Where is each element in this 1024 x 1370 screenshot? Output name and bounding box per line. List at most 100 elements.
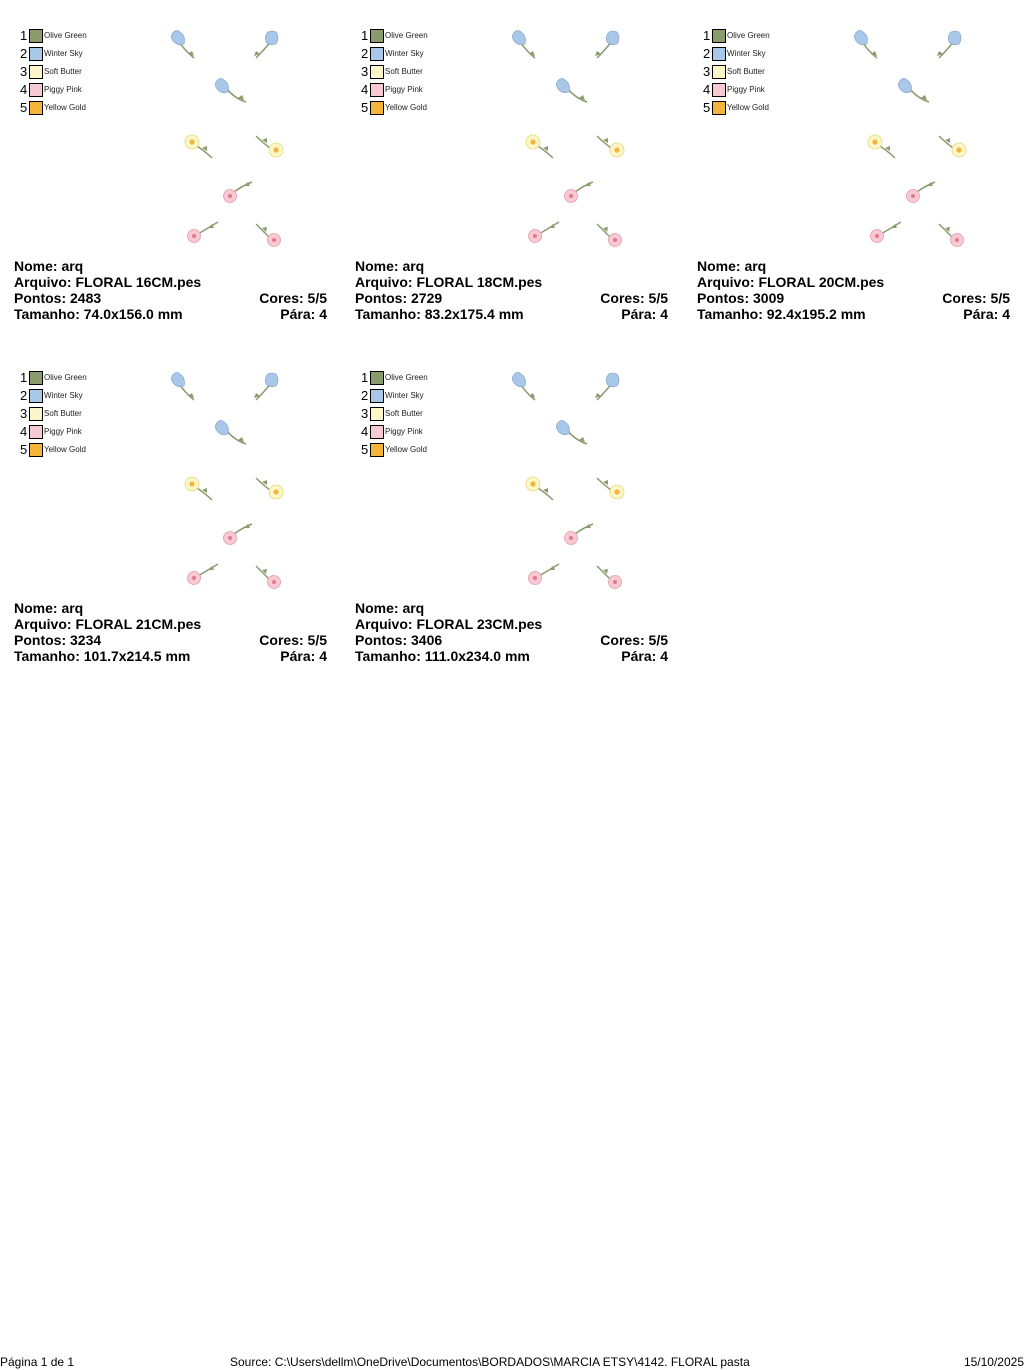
color-name: Olive Green (385, 373, 428, 382)
color-number: 1 (361, 370, 369, 385)
design-panel: 1 Olive Green 2 Winter Sky 3 Soft Butter… (355, 370, 671, 700)
pink-flower-icon (223, 523, 253, 545)
color-number: 5 (20, 442, 28, 457)
color-name: Yellow Gold (385, 445, 427, 454)
design-file: Arquivo: FLORAL 21CM.pes (14, 616, 202, 632)
color-name: Winter Sky (385, 391, 424, 400)
pink-flower-icon (596, 565, 622, 589)
color-number: 4 (361, 82, 369, 97)
bellflower-icon (254, 372, 279, 401)
color-number: 5 (361, 442, 369, 457)
color-swatch (29, 47, 43, 61)
source-path: Source: C:\Users\dellm\OneDrive\Document… (230, 1355, 750, 1369)
design-size: Tamanho: 92.4x195.2 mm (697, 306, 866, 322)
color-swatch (29, 29, 43, 43)
design-file: Arquivo: FLORAL 20CM.pes (697, 274, 885, 290)
color-number: 5 (703, 100, 711, 115)
color-name: Soft Butter (385, 67, 423, 76)
design-stops: Pára: 4 (621, 648, 668, 664)
color-name: Piggy Pink (385, 85, 423, 94)
pink-flower-icon (870, 221, 902, 243)
color-swatch (370, 371, 384, 385)
pink-flower-icon (255, 565, 281, 589)
daisy-icon (938, 135, 967, 158)
design-panel: 1 Olive Green 2 Winter Sky 3 Soft Butter… (14, 370, 330, 700)
bellflower-icon (215, 420, 247, 445)
pink-flower-icon (223, 181, 253, 203)
bellflower-icon (556, 420, 588, 445)
bellflower-icon (556, 78, 588, 103)
color-number: 2 (703, 46, 711, 61)
color-name: Soft Butter (727, 67, 765, 76)
color-swatch (712, 29, 726, 43)
color-swatch (712, 47, 726, 61)
design-preview (164, 28, 290, 252)
pink-flower-icon (564, 181, 594, 203)
design-info: Nome: arq Arquivo: FLORAL 21CM.pes Ponto… (14, 600, 327, 664)
color-number: 3 (361, 406, 369, 421)
design-size: Tamanho: 83.2x175.4 mm (355, 306, 524, 322)
color-name: Olive Green (44, 31, 87, 40)
design-stitches: Pontos: 2483 (14, 290, 102, 306)
color-name: Soft Butter (385, 409, 423, 418)
bellflower-icon (171, 30, 195, 59)
color-number: 3 (361, 64, 369, 79)
color-name: Yellow Gold (385, 103, 427, 112)
design-size: Tamanho: 111.0x234.0 mm (355, 648, 530, 664)
design-stitches: Pontos: 2729 (355, 290, 443, 306)
bellflower-icon (512, 30, 536, 59)
design-name: Nome: arq (355, 258, 425, 274)
pink-flower-icon (596, 223, 622, 247)
design-stops: Pára: 4 (963, 306, 1010, 322)
daisy-icon (184, 476, 213, 501)
color-number: 2 (20, 388, 28, 403)
design-stitches: Pontos: 3406 (355, 632, 443, 648)
bellflower-icon (595, 372, 620, 401)
color-swatch (712, 83, 726, 97)
color-number: 4 (703, 82, 711, 97)
daisy-icon (525, 134, 554, 159)
page-footer: Página 1 de 1 Source: C:\Users\dellm\One… (0, 1354, 1024, 1370)
color-name: Winter Sky (44, 49, 83, 58)
pink-flower-icon (528, 563, 560, 585)
design-name: Nome: arq (14, 258, 84, 274)
color-swatch (370, 47, 384, 61)
color-swatch (29, 443, 43, 457)
design-stitches: Pontos: 3234 (14, 632, 102, 648)
design-panel: 1 Olive Green 2 Winter Sky 3 Soft Butter… (14, 28, 330, 358)
color-number: 5 (20, 100, 28, 115)
daisy-icon (184, 134, 213, 159)
design-file: Arquivo: FLORAL 23CM.pes (355, 616, 543, 632)
design-size: Tamanho: 101.7x214.5 mm (14, 648, 191, 664)
color-name: Soft Butter (44, 409, 82, 418)
print-date: 15/10/2025 (963, 1355, 1024, 1369)
pink-flower-icon (187, 563, 219, 585)
color-number: 1 (20, 28, 28, 43)
daisy-icon (525, 476, 554, 501)
color-number: 1 (20, 370, 28, 385)
pink-flower-icon (187, 221, 219, 243)
color-number: 4 (20, 424, 28, 439)
design-info: Nome: arq Arquivo: FLORAL 23CM.pes Ponto… (355, 600, 668, 664)
color-name: Piggy Pink (385, 427, 423, 436)
design-stops: Pára: 4 (621, 306, 668, 322)
color-number: 3 (20, 64, 28, 79)
bellflower-icon (512, 372, 536, 401)
daisy-icon (596, 135, 625, 158)
color-number: 2 (361, 388, 369, 403)
daisy-icon (255, 477, 284, 500)
bellflower-icon (854, 30, 878, 59)
bellflower-icon (937, 30, 962, 59)
color-number: 4 (20, 82, 28, 97)
pink-flower-icon (564, 523, 594, 545)
design-file: Arquivo: FLORAL 16CM.pes (14, 274, 202, 290)
color-swatch (29, 65, 43, 79)
bellflower-icon (595, 30, 620, 59)
page-number: Página 1 de 1 (0, 1355, 75, 1369)
color-swatch (712, 65, 726, 79)
design-preview (847, 28, 973, 252)
color-number: 3 (20, 406, 28, 421)
color-name: Olive Green (44, 373, 87, 382)
design-info: Nome: arq Arquivo: FLORAL 18CM.pes Ponto… (355, 258, 668, 322)
pink-flower-icon (906, 181, 936, 203)
